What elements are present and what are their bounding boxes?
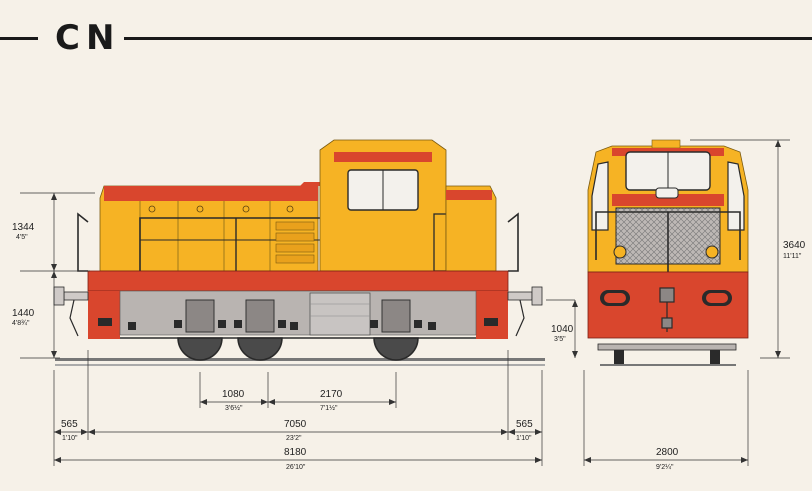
page-title: CN	[55, 18, 121, 58]
dim-total-length: 8180	[284, 447, 307, 458]
underframe	[87, 270, 509, 292]
cab-roof-stripe	[334, 152, 432, 162]
radiator-louvres	[275, 221, 315, 264]
dim-frame-height: 1440	[12, 308, 35, 319]
side-view-locomotive	[53, 139, 545, 366]
headlight-left	[613, 245, 627, 259]
short-hood	[445, 185, 497, 272]
dim-overhang-right-imperial: 1'10"	[516, 435, 532, 442]
dim-axle-spacing-2-imperial: 7'1½"	[320, 404, 338, 412]
dim-total-length-imperial: 26'10"	[286, 464, 306, 471]
fuel-tank	[309, 292, 371, 336]
dim-axle-spacing-1-imperial: 3'6½"	[225, 404, 243, 412]
end-coupler	[659, 287, 675, 332]
hood-roof-stripe	[104, 186, 318, 201]
hood-latch	[148, 205, 156, 213]
headlight-right	[705, 245, 719, 259]
rail-base	[55, 364, 545, 366]
hood-top-step	[300, 182, 320, 186]
dim-step-height-imperial: 3'5"	[554, 336, 566, 343]
dim-total-height-imperial: 11'11"	[783, 253, 802, 260]
rear-end-handrail	[507, 212, 519, 272]
rail	[55, 358, 545, 361]
dim-axle-spacing-1: 1080	[222, 389, 245, 400]
dim-overhang-right: 565	[516, 419, 533, 430]
dim-body-height: 1344	[12, 222, 35, 233]
wheel	[373, 337, 419, 361]
header-rule-left	[0, 37, 38, 40]
end-platform	[597, 343, 737, 351]
front-buffer	[53, 286, 89, 337]
dimension-labels: 1344 4'5" 1440 4'8¾" 1040 3'5" 3640 11'1…	[12, 222, 806, 471]
front-end-handrail	[77, 212, 89, 272]
dim-overhang-left-imperial: 1'10"	[62, 435, 78, 442]
header-rule-right	[124, 37, 812, 40]
axle-box	[185, 299, 215, 333]
axle-box	[381, 299, 411, 333]
dim-total-height: 3640	[783, 240, 806, 251]
end-view-locomotive	[587, 139, 749, 366]
hood-latch	[286, 205, 294, 213]
wheel	[177, 337, 223, 361]
wheel	[237, 337, 283, 361]
dim-overhang-left: 565	[61, 419, 78, 430]
dim-body-height-imperial: 4'5"	[16, 234, 28, 241]
frame-end-rear	[476, 291, 508, 339]
dim-width: 2800	[656, 447, 679, 458]
dim-frame-length-imperial: 23'2"	[286, 435, 302, 442]
rear-buffer	[507, 286, 543, 337]
dim-frame-height-imperial: 4'8¾"	[12, 320, 30, 327]
hood-latch	[242, 205, 250, 213]
frame-end-front	[88, 291, 120, 339]
axle-box	[245, 299, 275, 333]
dim-width-imperial: 9'2¼"	[656, 464, 674, 471]
dim-frame-length: 7050	[284, 419, 307, 430]
dimension-arrows	[51, 140, 781, 463]
end-cab-roof	[651, 139, 681, 149]
end-hood-top	[612, 194, 724, 206]
dim-axle-spacing-2: 2170	[320, 389, 343, 400]
dim-step-height: 1040	[551, 324, 574, 335]
hood-latch	[196, 205, 204, 213]
